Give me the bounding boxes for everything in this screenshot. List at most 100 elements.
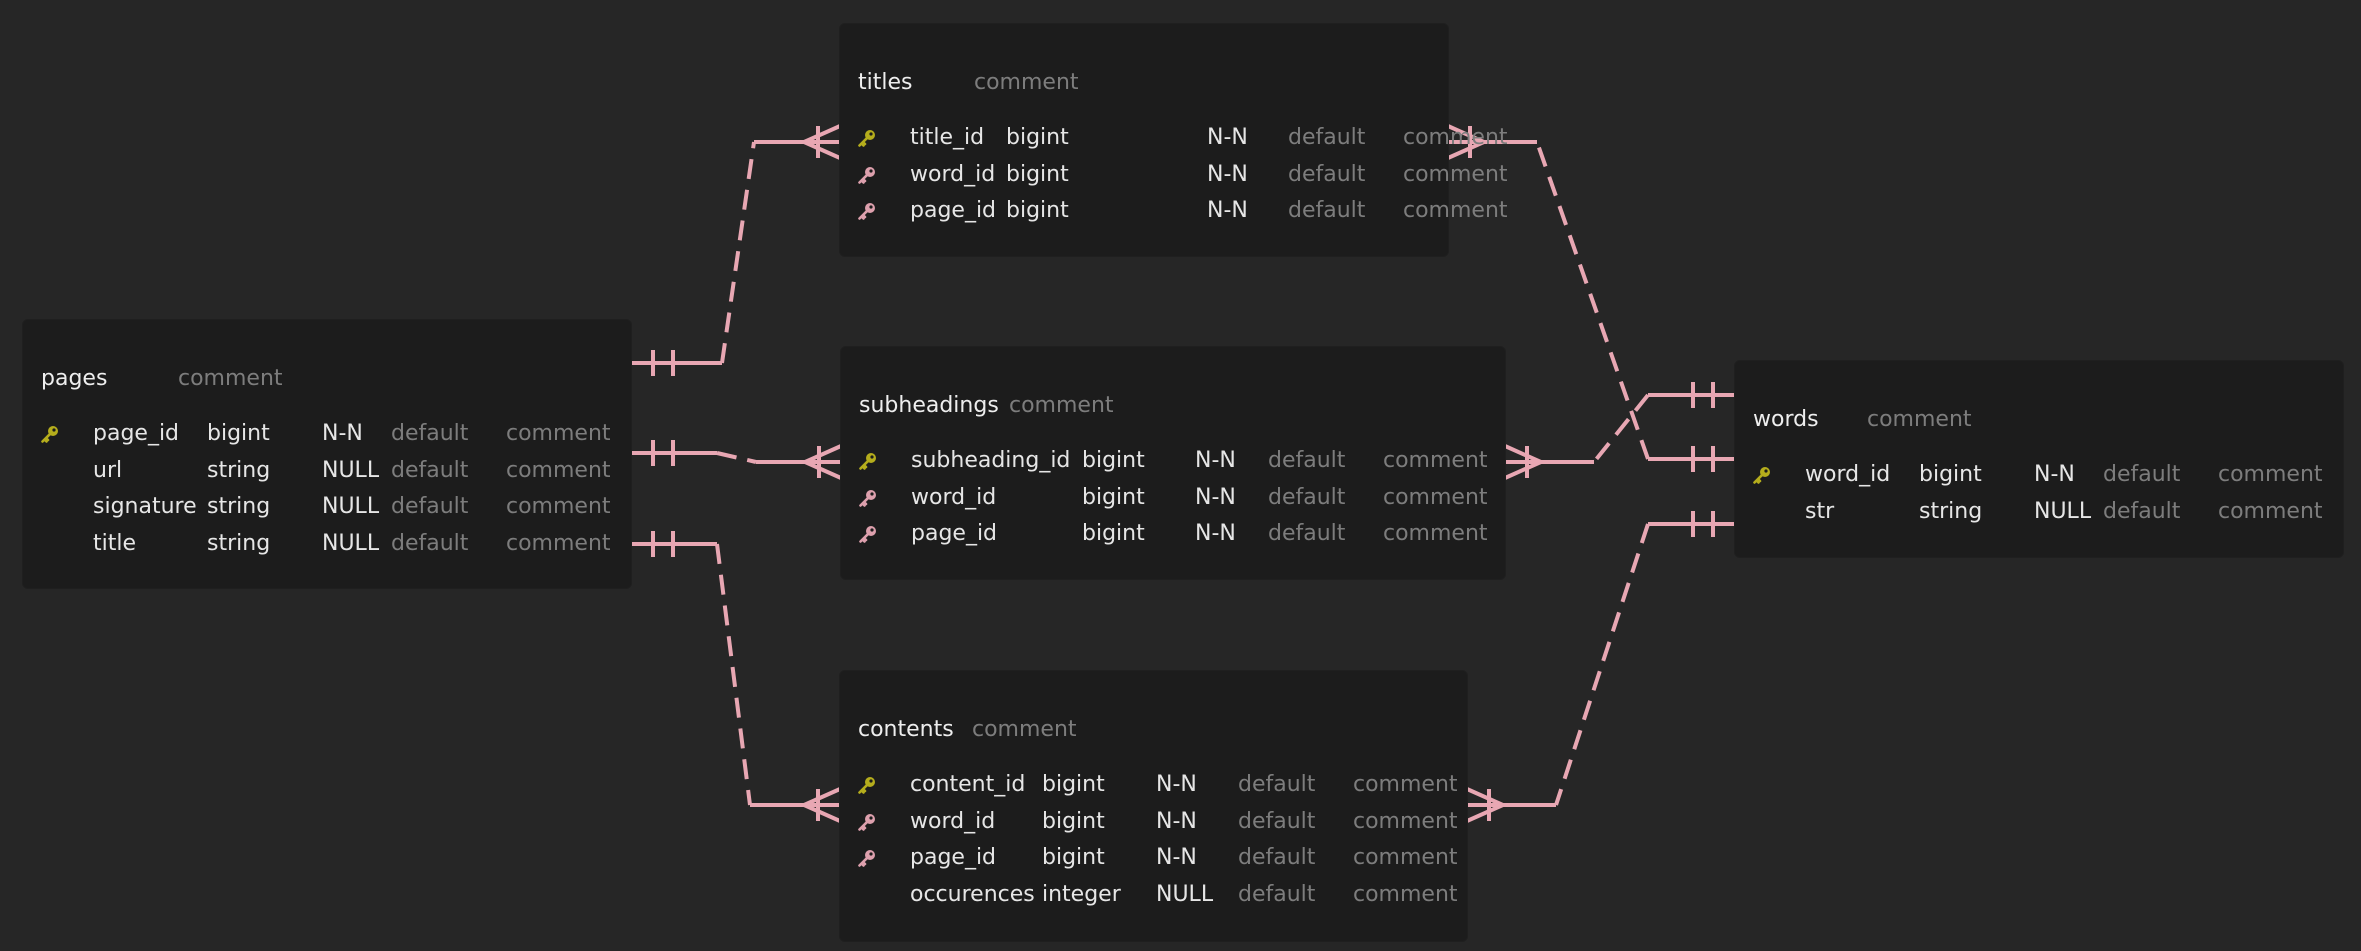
column-nullability: N-N — [1207, 198, 1248, 223]
words-subheadings-line — [1592, 393, 1650, 464]
column-comment: comment — [1353, 881, 1458, 907]
column-comment: comment — [506, 421, 611, 446]
column-row[interactable]: content_id bigint N-N default comment — [840, 767, 1467, 803]
column-nullability: NULL — [322, 494, 380, 519]
column-type: bigint — [1082, 521, 1145, 546]
column-type: bigint — [1042, 772, 1105, 797]
column-default: default — [391, 494, 469, 519]
primary-key-icon — [41, 426, 58, 443]
primary-key-icon — [1753, 467, 1770, 484]
crows-foot-marker — [1504, 444, 1546, 480]
crows-foot-marker — [1466, 787, 1508, 823]
column-default: default — [391, 530, 469, 556]
column-comment: comment — [1383, 521, 1488, 546]
column-type: bigint — [1006, 198, 1069, 223]
column-default: default — [1268, 484, 1346, 510]
table-name: subheadings — [859, 393, 999, 418]
table-comment: comment — [1009, 393, 1114, 418]
pages-titles-line — [720, 141, 756, 364]
foreign-key-icon — [858, 203, 875, 220]
foreign-key-icon — [859, 526, 876, 543]
column-default: default — [391, 457, 469, 483]
column-nullability: NULL — [322, 457, 380, 483]
column-type: bigint — [1006, 125, 1069, 150]
column-comment: comment — [1403, 125, 1508, 150]
column-nullability: NULL — [322, 530, 380, 556]
column-name: content_id — [910, 772, 1026, 797]
table-pages[interactable]: pages comment page_id bigint N-N default com… — [23, 320, 631, 588]
column-comment: comment — [1353, 772, 1458, 797]
column-nullability: N-N — [1156, 808, 1197, 834]
column-comment: comment — [2218, 498, 2323, 524]
column-default: default — [1238, 808, 1316, 834]
words-titles-line — [1535, 141, 1650, 460]
column-name: word_id — [1805, 462, 1891, 487]
primary-key-icon — [858, 130, 875, 147]
foreign-key-icon — [858, 813, 875, 831]
column-type: integer — [1042, 881, 1121, 907]
table-header: titles comment — [858, 68, 1079, 98]
column-nullability: N-N — [2034, 462, 2075, 487]
column-default: default — [1288, 161, 1366, 187]
table-header: words comment — [1753, 405, 1972, 435]
table-comment: comment — [972, 717, 1077, 742]
column-default: default — [1238, 772, 1316, 797]
column-type: string — [207, 530, 271, 556]
words-contents-line — [1554, 523, 1650, 806]
column-default: default — [1288, 198, 1366, 223]
column-name: str — [1805, 498, 1835, 524]
column-default: default — [1238, 881, 1316, 907]
column-nullability: N-N — [322, 421, 363, 446]
crows-foot-marker — [800, 444, 842, 480]
column-row[interactable]: title string NULL default comment — [23, 526, 631, 562]
column-default: default — [1238, 845, 1316, 870]
column-comment: comment — [1403, 198, 1508, 223]
column-comment: comment — [1383, 484, 1488, 510]
pages-subheadings-line — [716, 451, 757, 464]
column-type: bigint — [1006, 161, 1069, 187]
column-type: bigint — [207, 421, 270, 446]
column-name: title_id — [910, 125, 985, 150]
table-header: pages comment — [41, 364, 283, 394]
table-name: titles — [858, 70, 913, 95]
column-nullability: N-N — [1156, 845, 1197, 870]
column-name: title — [93, 530, 137, 556]
column-name: page_id — [93, 421, 180, 446]
table-name: words — [1753, 407, 1819, 432]
column-comment: comment — [506, 530, 611, 556]
column-default: default — [2103, 462, 2181, 487]
column-comment: comment — [506, 494, 611, 519]
column-type: bigint — [1042, 845, 1105, 870]
column-default: default — [1268, 448, 1346, 473]
column-default: default — [1268, 521, 1346, 546]
column-nullability: N-N — [1195, 484, 1236, 510]
foreign-key-icon — [858, 850, 875, 867]
column-nullability: N-N — [1207, 161, 1248, 187]
table-comment: comment — [178, 366, 283, 391]
column-comment: comment — [2218, 462, 2323, 487]
table-name: contents — [858, 717, 954, 742]
column-name: url — [93, 457, 123, 483]
column-nullability: N-N — [1195, 521, 1236, 546]
crows-foot-marker — [799, 787, 841, 823]
column-nullability: N-N — [1156, 772, 1197, 797]
